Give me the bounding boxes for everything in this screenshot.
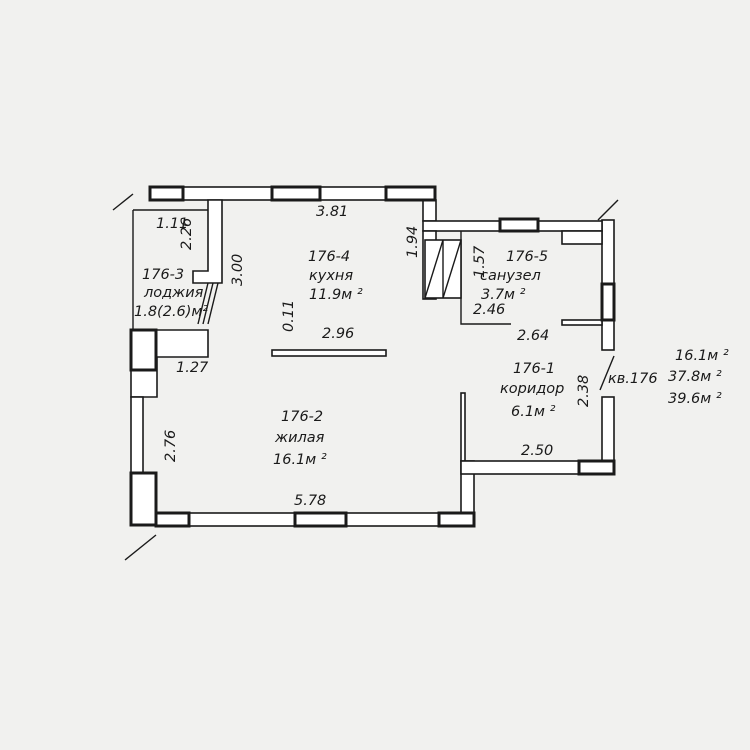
loggia-name: лоджия xyxy=(143,285,204,301)
window xyxy=(148,185,185,202)
bathroom-id: 176-5 xyxy=(506,249,548,265)
dim-bath-bottom-left: 2.46 xyxy=(473,302,505,318)
dim-kitchen-small: 0.11 xyxy=(281,300,297,332)
window xyxy=(129,328,158,372)
loggia-area: 1.8(2.6)м² xyxy=(134,304,208,320)
corridor-name: коридор xyxy=(500,381,564,397)
dim-kitchen-bottom: 2.96 xyxy=(322,326,354,342)
windows xyxy=(129,185,616,528)
wall-bath-corner xyxy=(561,230,603,245)
loggia-partition-hatch xyxy=(197,282,219,325)
facade-line-top xyxy=(112,193,134,211)
facade-line-right xyxy=(597,199,619,221)
bathroom-name: санузел xyxy=(480,268,541,284)
dim-bath-bottom: 2.64 xyxy=(517,328,549,344)
facade-line-bottom xyxy=(124,534,157,561)
apartment-total-area: 37.8м ² xyxy=(668,369,722,385)
window xyxy=(129,471,158,527)
window xyxy=(384,185,437,202)
dim-kitchen-left: 3.00 xyxy=(230,254,246,286)
wall-left-living xyxy=(130,396,144,474)
corridor-area: 6.1м ² xyxy=(511,404,556,420)
kitchen-area: 11.9м ² xyxy=(309,287,363,303)
dim-loggia-top: 1.11 xyxy=(156,216,188,232)
living-name: жилая xyxy=(274,430,325,446)
dim-corridor-right: 2.38 xyxy=(576,375,592,407)
window xyxy=(293,511,348,528)
apartment-living-area: 16.1м ² xyxy=(675,348,729,364)
window xyxy=(600,282,616,322)
window xyxy=(437,511,476,528)
apartment-summary: кв.176 16.1м ² 37.8м ² 39.6м ² xyxy=(599,348,729,407)
living-area: 16.1м ² xyxy=(273,452,327,468)
kitchen-name: кухня xyxy=(309,268,353,284)
living-id: 176-2 xyxy=(281,409,323,425)
window xyxy=(577,459,616,476)
apartment-total-with-loggia: 39.6м ² xyxy=(668,391,722,407)
leader-line xyxy=(599,355,615,391)
bathroom-area: 3.7м ² xyxy=(481,287,526,303)
loggia-id: 176-3 xyxy=(142,267,184,283)
dim-corridor-bottom: 2.50 xyxy=(521,443,553,459)
kitchen-id: 176-4 xyxy=(308,249,350,265)
apartment-label: кв.176 xyxy=(608,371,658,387)
dim-living-pillar: 1.27 xyxy=(176,360,209,376)
wall-right-outer-lower xyxy=(601,396,615,462)
kitchen-divider xyxy=(271,349,387,357)
dim-living-left: 2.76 xyxy=(163,430,179,462)
dim-loggia-side: 2.26 xyxy=(179,218,195,250)
window xyxy=(154,511,191,528)
dim-living-bottom: 5.78 xyxy=(294,493,326,509)
window xyxy=(270,185,322,202)
dim-bath-side: 1.57 xyxy=(472,245,488,278)
wall-living-stub xyxy=(460,392,466,462)
window xyxy=(498,217,540,233)
wall-kitchen-right xyxy=(422,199,437,222)
ventilation-shafts xyxy=(424,239,462,299)
dimension-labels: 3.81 1.94 3.00 0.11 2.96 1.11 2.26 1.27 … xyxy=(156,204,592,509)
corridor-id: 176-1 xyxy=(513,361,555,377)
dim-kitchen-right: 1.94 xyxy=(405,226,421,258)
wall-loggia-partition xyxy=(192,199,223,284)
room-labels: 176-4 кухня 11.9м ² 176-3 лоджия 1.8(2.6… xyxy=(134,249,564,468)
dim-kitchen-top: 3.81 xyxy=(316,204,348,220)
wall-bath-bottom-right xyxy=(561,319,603,326)
